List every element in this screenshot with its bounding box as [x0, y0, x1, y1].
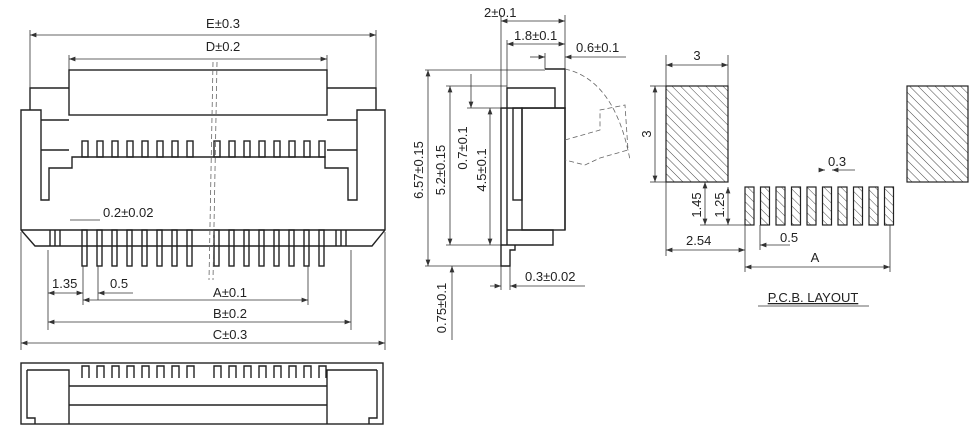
solder-pin: [213, 229, 220, 267]
signal-pad: [744, 186, 755, 226]
dim-b-label: B±0.2: [213, 306, 247, 321]
contact-tooth: [228, 140, 236, 158]
solder-pin: [318, 229, 325, 267]
signal-pad: [790, 186, 802, 226]
solder-pin: [96, 229, 103, 267]
contact-tooth: [273, 140, 281, 158]
bottom-view: [20, 362, 384, 425]
dim-depth-label: 2±0.1: [484, 5, 516, 20]
contact-tooth: [243, 140, 251, 158]
signal-pad: [837, 186, 848, 226]
side-view: 2±0.1 1.8±0.1 0.6±0.1 6.57±0.15 5.2±0.15…: [411, 5, 631, 340]
dim-total-height-label: 6.57±0.15: [411, 141, 426, 199]
lower-pins: [81, 229, 325, 267]
contact-tooth: [81, 140, 89, 158]
signal-pad: [852, 186, 864, 226]
dim-d-label: D±0.2: [206, 39, 241, 54]
front-view: E±0.3 D±0.2 0.2±0.02 1.35 0.5 A±0.1 B±0.…: [20, 16, 386, 350]
mounting-pad-left: [665, 85, 729, 183]
contact-tooth: [186, 140, 194, 158]
solder-pin: [141, 229, 148, 267]
contact-tooth: [141, 140, 149, 158]
contact-tooth: [258, 140, 266, 158]
dim-inner-height-label: 4.5±0.1: [474, 148, 489, 191]
bottom-contact: [81, 365, 90, 378]
dim-e-label: E±0.3: [206, 16, 240, 31]
contact-tooth: [318, 140, 326, 158]
bottom-contact: [141, 365, 150, 378]
dim-foot-label: 0.75±0.1: [434, 283, 449, 334]
bottom-contact: [243, 365, 252, 378]
contact-tooth: [213, 140, 221, 158]
bottom-contact: [318, 365, 327, 378]
solder-pin: [156, 229, 163, 267]
dim-top-label: 0.7±0.1: [455, 126, 470, 169]
dim-body-height-label: 5.2±0.15: [433, 145, 448, 196]
break-line: [208, 61, 214, 281]
solder-pin: [81, 229, 88, 267]
bottom-contact: [303, 365, 312, 378]
solder-pin: [186, 229, 193, 267]
contact-tooth: [171, 140, 179, 158]
bottom-contact: [111, 365, 120, 378]
pcb-layout-title: P.C.B. LAYOUT: [768, 290, 859, 305]
pcb-layout: 3 3 0.3 1.45 1.25 2.54 0.5 A P.C.B. LAYO…: [639, 48, 969, 307]
solder-pin: [243, 229, 250, 267]
bottom-contact: [186, 365, 195, 378]
contact-tooth: [288, 140, 296, 158]
signal-pad: [868, 186, 879, 226]
pad-width-label: 3: [693, 48, 700, 63]
dim-pin-width-label: 0.2±0.02: [103, 205, 154, 220]
solder-pin: [171, 229, 178, 267]
bottom-contact: [171, 365, 180, 378]
bottom-contact: [213, 365, 222, 378]
upper-contacts: [81, 140, 326, 158]
bottom-contact: [156, 365, 165, 378]
dim-pitch-label: 0.5: [110, 276, 128, 291]
bottom-contact: [288, 365, 297, 378]
dim-c-label: C±0.3: [213, 327, 248, 342]
dim-lead-label: 0.3±0.02: [525, 269, 576, 284]
dim-a-label: A±0.1: [213, 285, 247, 300]
pad-height-label: 3: [639, 130, 654, 137]
bottom-contact: [228, 365, 237, 378]
contact-tooth: [126, 140, 134, 158]
dim-1-45-label: 1.45: [689, 192, 704, 217]
bottom-contact: [273, 365, 282, 378]
contact-tooth: [111, 140, 119, 158]
signal-pad: [806, 186, 817, 226]
solder-pin: [303, 229, 310, 267]
solder-pin: [228, 229, 235, 267]
pcb-pitch-label: 0.5: [780, 230, 798, 245]
bottom-contact: [258, 365, 267, 378]
solder-pin: [288, 229, 295, 267]
contact-tooth: [156, 140, 164, 158]
contact-tooth: [96, 140, 104, 158]
bottom-contact: [126, 365, 135, 378]
signal-pad-width-label: 0.3: [828, 154, 846, 169]
dim-1-25-label: 1.25: [712, 192, 727, 217]
solder-pin: [273, 229, 280, 267]
solder-pin: [111, 229, 118, 267]
signal-pad: [775, 186, 786, 226]
dim-2-54-label: 2.54: [686, 233, 711, 248]
mounting-pad-right: [906, 85, 969, 183]
bottom-contact: [96, 365, 105, 378]
signal-pad: [821, 186, 833, 226]
pcb-dim-a-label: A: [811, 250, 820, 265]
dim-depth-inner-label: 1.8±0.1: [514, 28, 557, 43]
signal-pad: [883, 186, 895, 226]
solder-pin: [258, 229, 265, 267]
contact-tooth: [303, 140, 311, 158]
solder-pin: [126, 229, 133, 267]
signal-pad: [759, 186, 771, 226]
dim-actuator-label: 0.6±0.1: [576, 40, 619, 55]
dim-offset-label: 1.35: [52, 276, 77, 291]
